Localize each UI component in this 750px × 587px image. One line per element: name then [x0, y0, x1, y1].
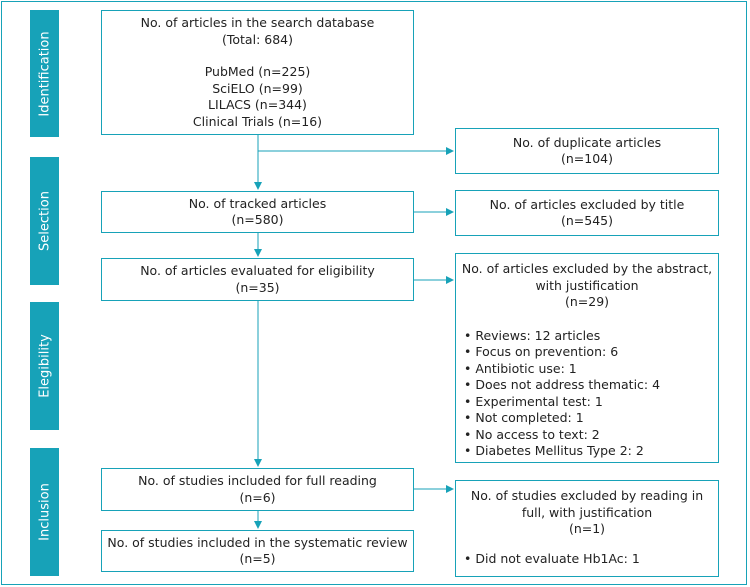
source-clinical-trials: Clinical Trials (n=16) [192, 113, 323, 129]
review-title: No. of studies included in the systemati… [107, 534, 408, 550]
eligibility-count: (n=35) [235, 279, 280, 295]
excluded-full-reasons: • Did not evaluate Hb1Ac: 1 [456, 551, 718, 568]
stage-selection: Selection [30, 157, 59, 285]
duplicates-count: (n=104) [560, 151, 613, 166]
search-title: No. of articles in the search database [140, 15, 375, 30]
excluded-title-title: No. of articles excluded by title [489, 196, 685, 212]
reason-item: • Focus on prevention: 6 [464, 344, 619, 359]
reason-item: • Does not address thematic: 4 [464, 377, 661, 392]
source-pubmed: PubMed (n=225) [204, 64, 311, 79]
reason-item: • Reviews: 12 articles [464, 327, 601, 343]
excluded-abstract-reasons: • Reviews: 12 articles • Focus on preven… [456, 328, 718, 460]
excluded-full-title-1: No. of studies excluded by reading in [470, 488, 704, 503]
search-total: (Total: 684) [222, 31, 293, 47]
full-reading-title: No. of studies included for full reading [138, 473, 377, 488]
excluded-title-count: (n=545) [560, 213, 613, 228]
full-reading-count: (n=6) [239, 489, 276, 505]
excluded-abstract-title-2: with justification [535, 277, 639, 293]
stage-eligibility: Elegibility [30, 302, 59, 430]
reason-item: • Diabetes Mellitus Type 2: 2 [464, 443, 644, 458]
box-search-database: No. of articles in the search database (… [101, 10, 414, 135]
tracked-count: (n=580) [231, 212, 284, 227]
box-systematic-review: No. of studies included in the systemati… [101, 530, 414, 572]
stage-inclusion: Inclusion [30, 448, 59, 576]
reason-item: • No access to text: 2 [464, 426, 600, 442]
box-excluded-title: No. of articles excluded by title (n=545… [455, 190, 719, 236]
excluded-full-title-2: full, with justification [521, 504, 653, 520]
reason-item: • Antibiotic use: 1 [464, 360, 577, 376]
box-excluded-full: No. of studies excluded by reading in fu… [455, 480, 719, 577]
duplicates-title: No. of duplicate articles [512, 134, 662, 150]
box-eligibility: No. of articles evaluated for eligibilit… [101, 258, 414, 301]
box-duplicates: No. of duplicate articles (n=104) [455, 128, 719, 174]
reason-item: • Did not evaluate Hb1Ac: 1 [464, 550, 640, 566]
eligibility-title: No. of articles evaluated for eligibilit… [140, 263, 375, 278]
excluded-abstract-title-1: No. of articles excluded by the abstract… [461, 261, 713, 276]
excluded-full-count: (n=1) [568, 521, 606, 536]
box-tracked: No. of tracked articles (n=580) [101, 191, 414, 233]
box-excluded-abstract: No. of articles excluded by the abstract… [455, 253, 719, 463]
stage-identification: Identification [30, 10, 59, 137]
source-lilacs: LILACS (n=344) [208, 97, 307, 112]
review-count: (n=5) [239, 551, 276, 566]
source-scielo: SciELO (n=99) [212, 80, 303, 96]
reason-item: • Not completed: 1 [464, 410, 584, 425]
box-full-reading: No. of studies included for full reading… [101, 468, 414, 511]
tracked-title: No. of tracked articles [188, 195, 327, 211]
excluded-abstract-count: (n=29) [564, 294, 610, 309]
reason-item: • Experimental test: 1 [464, 393, 603, 409]
